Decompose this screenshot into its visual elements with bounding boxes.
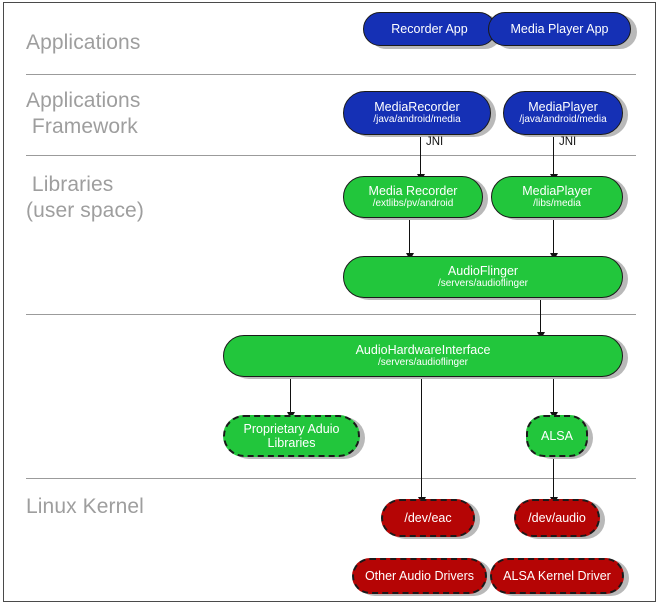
node-audio-flinger[interactable]: AudioFlinger /servers/audioflinger bbox=[343, 256, 623, 298]
node-media-player-framework-path: /java/android/media bbox=[519, 114, 607, 126]
node-media-player-framework[interactable]: MediaPlayer /java/android/media bbox=[503, 91, 623, 135]
edge-label-jni-right: JNI bbox=[559, 136, 577, 148]
node-other-audio-drivers[interactable]: Other Audio Drivers bbox=[352, 558, 487, 594]
node-media-player-library[interactable]: MediaPlayer /libs/media bbox=[491, 176, 623, 218]
divider-kernel bbox=[26, 478, 636, 479]
divider-applications bbox=[26, 74, 636, 75]
node-audio-hardware-interface-title: AudioHardwareInterface bbox=[355, 343, 491, 358]
divider-framework bbox=[26, 155, 636, 156]
node-media-recorder-library-title: Media Recorder bbox=[368, 184, 458, 199]
connector-audiohardware-proprietary bbox=[290, 372, 291, 417]
node-dev-audio[interactable]: /dev/audio bbox=[514, 499, 600, 537]
layer-label-linux-kernel: Linux Kernel bbox=[26, 495, 144, 518]
node-alsa-kernel-driver[interactable]: ALSA Kernel Driver bbox=[490, 558, 624, 594]
node-alsa-kernel-driver-title: ALSA Kernel Driver bbox=[503, 569, 611, 583]
node-media-player-framework-title: MediaPlayer bbox=[528, 100, 598, 115]
node-audio-hardware-interface[interactable]: AudioHardwareInterface /servers/audiofli… bbox=[223, 335, 623, 377]
connector-alsa-devaudio bbox=[553, 455, 554, 502]
node-proprietary-audio-libraries-line2: Libraries bbox=[267, 436, 316, 450]
node-dev-audio-title: /dev/audio bbox=[528, 511, 586, 525]
node-media-recorder-library[interactable]: Media Recorder /extlibs/pv/android bbox=[343, 176, 483, 218]
connector-audiohardware-alsa bbox=[553, 372, 554, 417]
node-proprietary-audio-libraries-line1: Proprietary Aduio bbox=[243, 422, 340, 436]
node-audio-hardware-interface-path: /servers/audioflinger bbox=[377, 357, 469, 369]
layer-label-applications: Applications bbox=[26, 31, 141, 54]
node-recorder-app-title: Recorder App bbox=[391, 22, 468, 36]
node-media-recorder-framework[interactable]: MediaRecorder /java/android/media bbox=[343, 91, 491, 135]
node-media-recorder-framework-path: /java/android/media bbox=[373, 114, 461, 126]
node-other-audio-drivers-title: Other Audio Drivers bbox=[364, 569, 475, 583]
layer-label-libraries: Libraries (user space) bbox=[26, 173, 144, 222]
node-recorder-app[interactable]: Recorder App bbox=[363, 12, 496, 46]
node-proprietary-audio-libraries[interactable]: Proprietary Aduio Libraries bbox=[223, 415, 360, 457]
connector-mediarecorder-audioflinger bbox=[409, 219, 410, 259]
node-media-player-app-title: Media Player App bbox=[510, 22, 609, 36]
node-media-player-library-title: MediaPlayer bbox=[522, 184, 592, 199]
connector-mediarecorder-jni bbox=[420, 137, 421, 180]
connector-audioflinger-audiohardware bbox=[540, 298, 541, 338]
node-media-recorder-library-path: /extlibs/pv/android bbox=[372, 198, 454, 210]
node-media-player-app[interactable]: Media Player App bbox=[488, 12, 631, 46]
node-audio-flinger-path: /servers/audioflinger bbox=[437, 278, 529, 290]
node-audio-flinger-title: AudioFlinger bbox=[447, 264, 519, 279]
node-media-recorder-framework-title: MediaRecorder bbox=[374, 100, 460, 115]
node-alsa-title: ALSA bbox=[541, 429, 573, 443]
layer-label-applications-framework: Applications Framework bbox=[26, 89, 141, 138]
node-alsa[interactable]: ALSA bbox=[526, 415, 588, 457]
node-media-player-library-path: /libs/media bbox=[533, 198, 581, 210]
node-dev-eac-title: /dev/eac bbox=[404, 511, 452, 525]
connector-mediaplayer-jni bbox=[553, 137, 554, 180]
node-dev-eac[interactable]: /dev/eac bbox=[381, 499, 475, 537]
edge-label-jni-left: JNI bbox=[426, 136, 444, 148]
connector-mediaplayer-audioflinger bbox=[553, 219, 554, 259]
connector-audiohardware-deveac bbox=[421, 372, 422, 502]
divider-libraries bbox=[26, 314, 636, 315]
